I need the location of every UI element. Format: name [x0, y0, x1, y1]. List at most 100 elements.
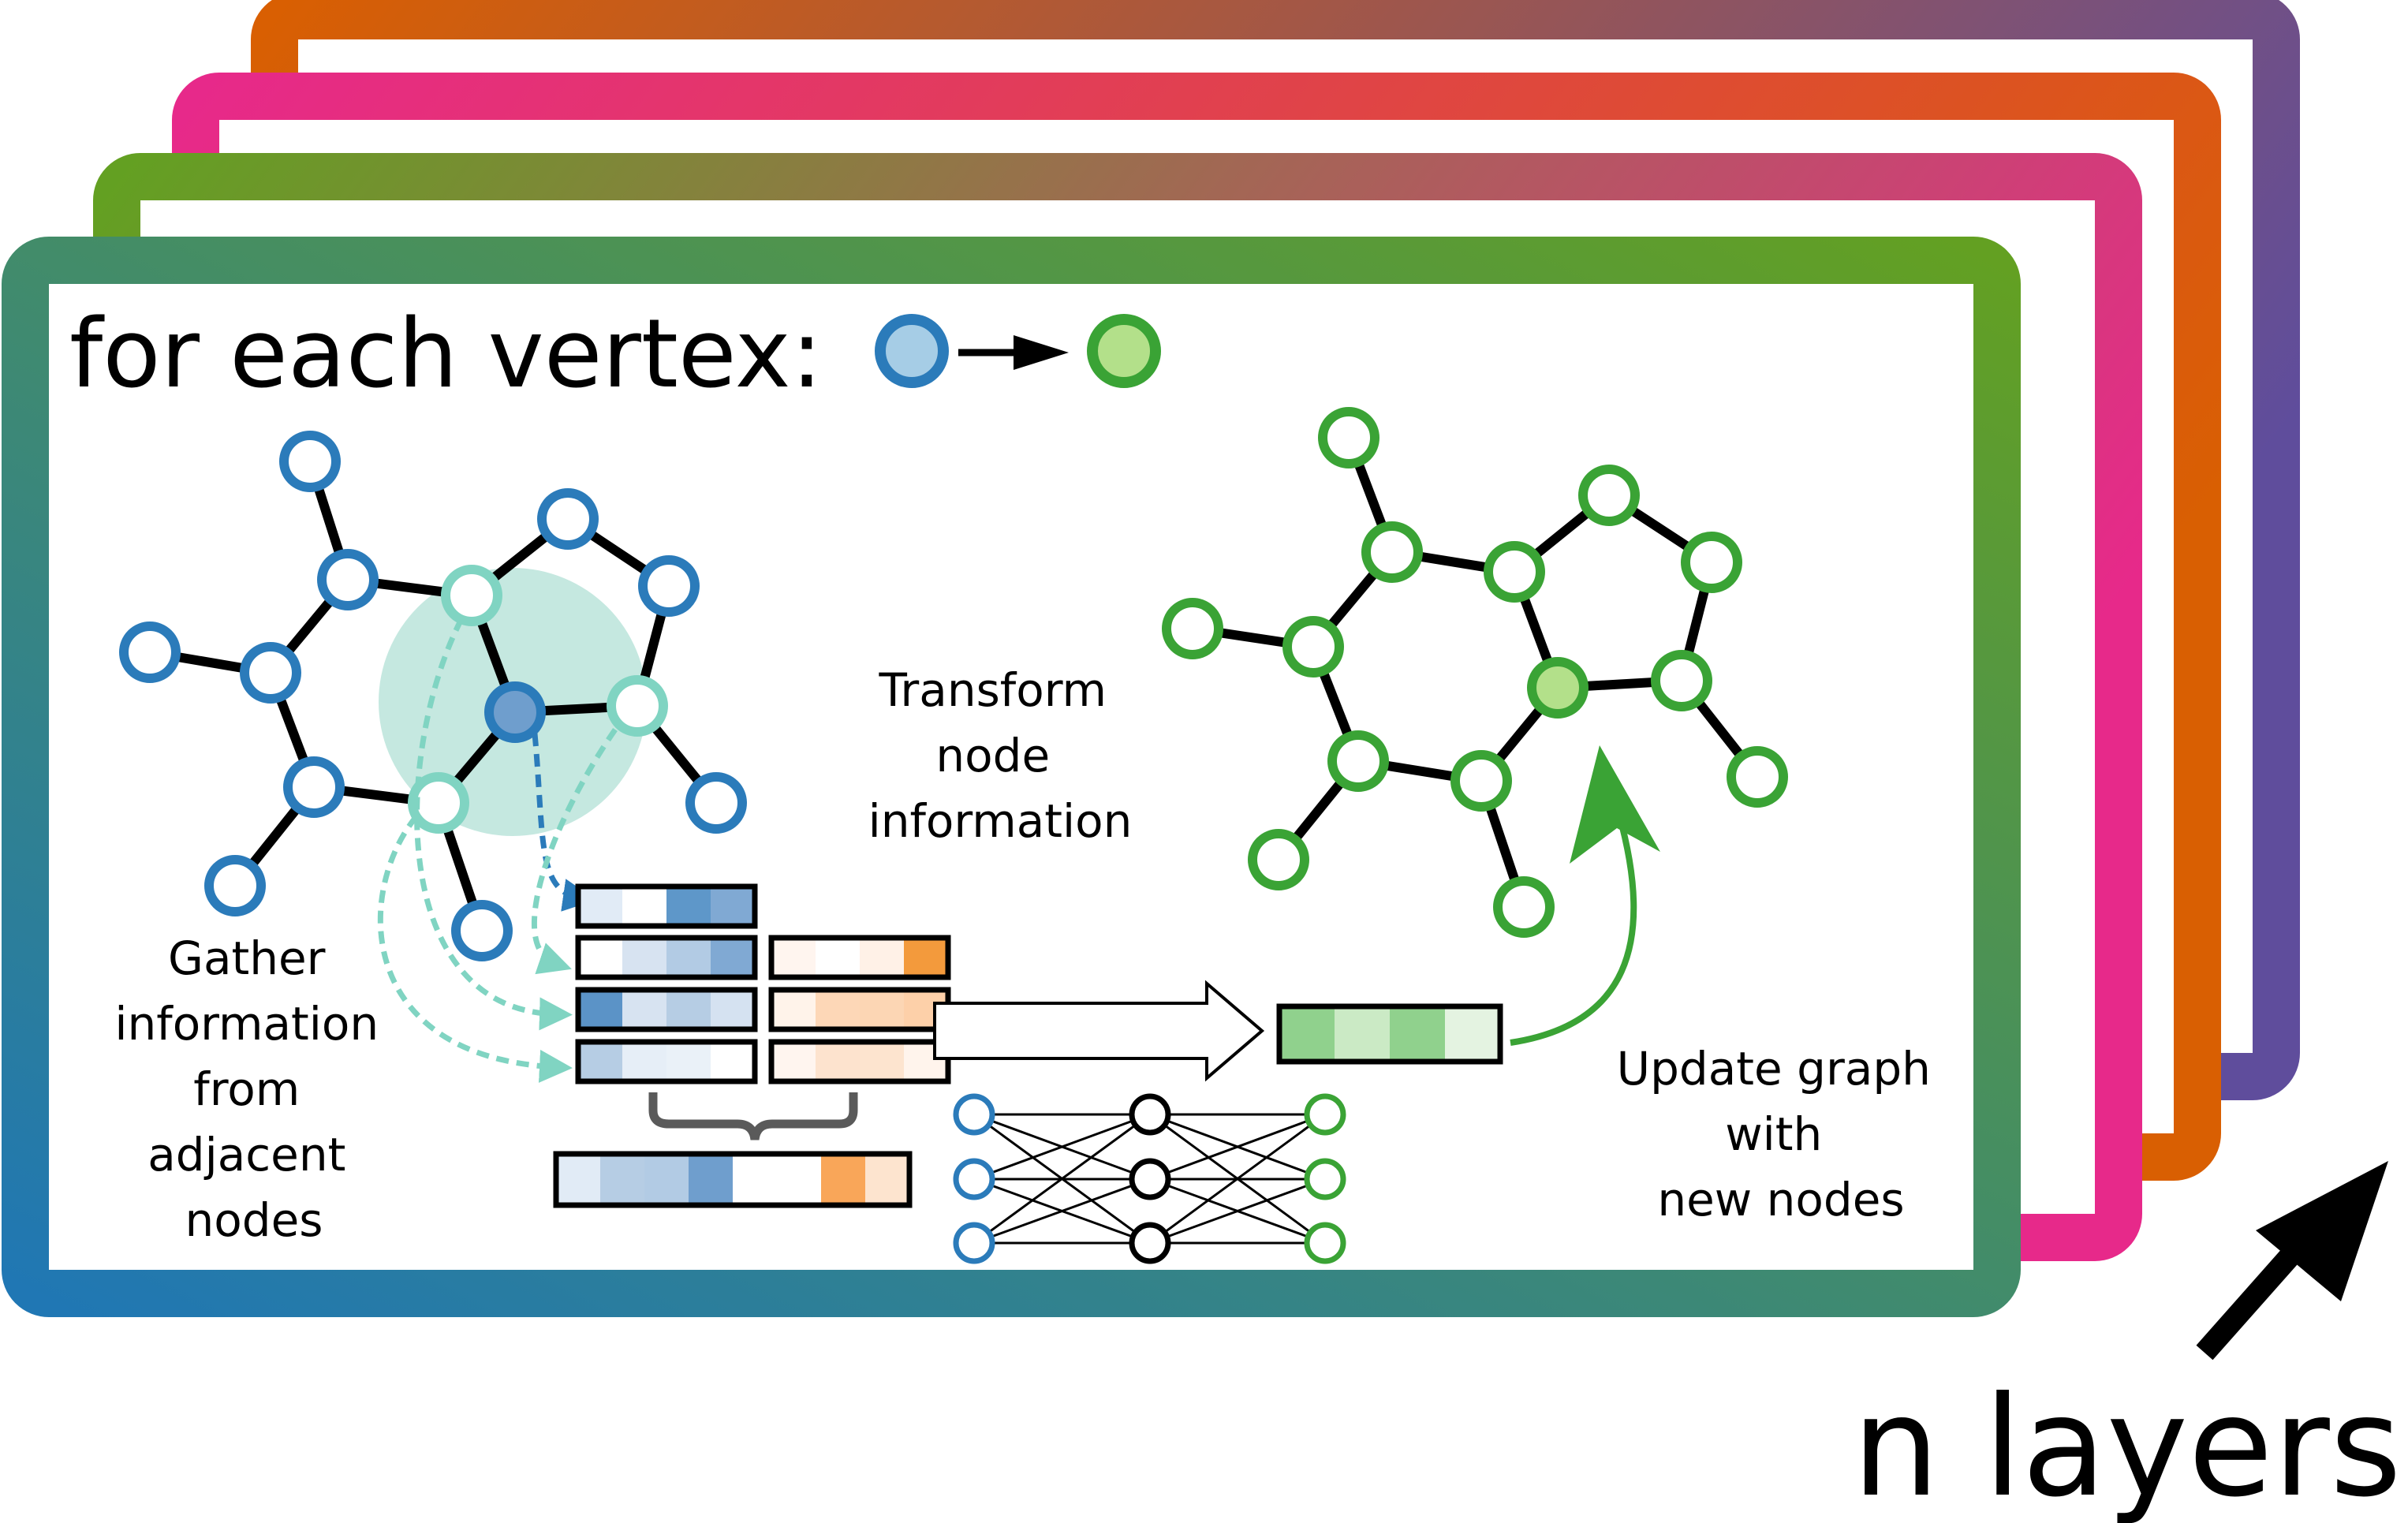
vector-cell — [622, 1042, 666, 1081]
updated-vector — [1276, 1003, 1503, 1065]
transform-arrow — [933, 980, 1265, 1082]
graph-node — [1681, 532, 1742, 593]
vector-border — [1276, 1003, 1503, 1065]
vector-border — [575, 1039, 758, 1084]
vector-border — [575, 987, 758, 1032]
aggregated-vector — [553, 1151, 913, 1208]
vector-cell — [771, 990, 816, 1029]
output-graph — [1162, 407, 1788, 938]
vector-cell — [860, 938, 904, 977]
vector-cell — [816, 938, 860, 977]
neural-network — [953, 1093, 1346, 1264]
heading: for each vertex: — [69, 300, 823, 409]
layer-frame-1 — [2, 237, 2021, 1317]
vector-cell — [666, 1042, 711, 1081]
neighbor-edge-vector — [768, 1039, 951, 1084]
nn-neuron — [1129, 1158, 1171, 1200]
graph-node — [1162, 598, 1223, 659]
transform-label: Transform node information — [868, 663, 1133, 848]
vector-cell — [644, 1154, 689, 1205]
vector-cell — [578, 1042, 622, 1081]
gather-arrow-neighbor — [414, 618, 573, 1031]
nn-neuron — [953, 1158, 995, 1200]
vector-cell — [578, 990, 622, 1029]
n-layers-arrow-icon — [2196, 1161, 2388, 1361]
nn-neuron — [1304, 1158, 1346, 1200]
vector-cell — [666, 887, 711, 926]
nn-connection — [973, 1113, 1151, 1245]
target-vector — [575, 883, 758, 929]
vector-cell — [816, 990, 860, 1029]
graph-node — [1248, 829, 1309, 890]
neighbor-vector — [575, 987, 758, 1032]
transform-arrow-icon — [958, 335, 1069, 370]
vector-cell — [1445, 1006, 1500, 1062]
update-label: Update graph with new nodes — [1617, 1042, 1946, 1226]
vector-cell — [733, 1154, 777, 1205]
neighbor-edge-vector — [768, 935, 951, 980]
nn-connection — [973, 1178, 1151, 1245]
graph-node — [451, 900, 513, 961]
vector-cell — [821, 1154, 865, 1205]
graph-node — [1361, 521, 1423, 583]
gather-arrow-neighbor — [377, 814, 573, 1083]
gather-label: Gather information from adjacent nodes — [114, 931, 393, 1247]
green-vertex-icon — [1087, 314, 1161, 388]
graph-node — [1578, 465, 1640, 526]
graph-node — [685, 772, 747, 834]
n-layers-label: n layers — [1852, 1368, 2402, 1523]
vector-border — [575, 883, 758, 929]
input-graph — [119, 431, 747, 1083]
graph-node — [1450, 750, 1512, 812]
feature-vectors — [553, 883, 1503, 1208]
vector-cell — [578, 938, 622, 977]
vector-cell — [860, 990, 904, 1029]
graph-node — [1651, 650, 1712, 711]
nn-neuron — [953, 1093, 995, 1136]
nn-neuron — [1304, 1093, 1346, 1136]
gather-arrow-neighbor — [531, 728, 618, 975]
vector-cell — [556, 1154, 600, 1205]
graph-node — [1327, 730, 1389, 792]
vector-cell — [711, 1042, 755, 1081]
vector-cell — [771, 938, 816, 977]
neighbor-edge-vector — [768, 987, 951, 1032]
update-arrowhead — [1570, 745, 1660, 864]
nn-connection — [1149, 1113, 1326, 1181]
graph-node — [317, 549, 379, 610]
vector-cell — [711, 990, 755, 1029]
vector-cell — [600, 1154, 644, 1205]
vector-cell — [622, 938, 666, 977]
blue-vertex-icon — [875, 314, 949, 388]
nn-connection — [1149, 1178, 1326, 1245]
vector-border — [768, 935, 951, 980]
nn-neuron — [1129, 1093, 1171, 1136]
nn-connection — [973, 1113, 1151, 1181]
nn-connection — [1149, 1113, 1326, 1245]
graph-node — [638, 555, 700, 617]
vector-cell — [622, 990, 666, 1029]
neighbor-vector — [575, 935, 758, 980]
graph-node — [283, 756, 345, 818]
graph-node — [240, 642, 301, 704]
vector-cell — [711, 938, 755, 977]
neighbor-vector — [575, 1039, 758, 1084]
graph-node — [1318, 407, 1379, 468]
target-node — [484, 681, 546, 743]
graph-node — [1727, 746, 1788, 808]
graph-node — [279, 431, 341, 492]
vector-cell — [816, 1042, 860, 1081]
vector-cell — [771, 1042, 816, 1081]
vector-cell — [689, 1154, 733, 1205]
vector-border — [553, 1151, 913, 1208]
vector-cell — [622, 887, 666, 926]
vector-cell — [904, 938, 948, 977]
graph-node — [1484, 541, 1545, 603]
concat-brace — [648, 1092, 858, 1140]
neighbor-node — [607, 675, 668, 737]
vector-cell — [1335, 1006, 1390, 1062]
vector-cell — [666, 938, 711, 977]
vector-cell — [777, 1154, 821, 1205]
vector-border — [575, 935, 758, 980]
